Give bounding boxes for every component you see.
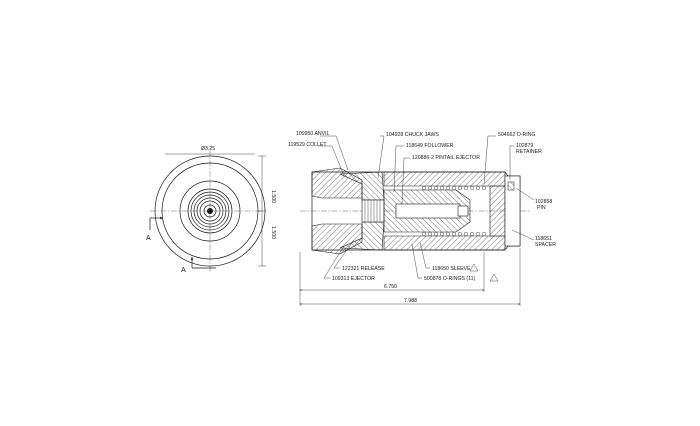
callout-spacer-num: 118651 bbox=[535, 236, 552, 242]
housing-wall-upper bbox=[383, 171, 506, 187]
section-mark-bottom: A bbox=[181, 267, 186, 274]
diameter-label: Ø3.25 bbox=[201, 146, 215, 152]
callout-anvil: 109950 ANVIL bbox=[296, 131, 330, 137]
dim-overall-length: 7.988 bbox=[404, 298, 417, 304]
collet-circle bbox=[179, 180, 241, 242]
spacer bbox=[489, 185, 506, 237]
dim-inner-length: 6.750 bbox=[384, 284, 397, 290]
chuck-jaws bbox=[361, 199, 385, 223]
ring-circle-3 bbox=[193, 194, 227, 228]
callout-sleeve: 118650 SLEEVE bbox=[432, 266, 471, 272]
anvil-upper bbox=[311, 167, 363, 199]
ring-circle-4 bbox=[196, 197, 224, 225]
bore-center bbox=[207, 208, 213, 214]
dim-bottom-label: 1.500 bbox=[270, 226, 276, 239]
callout-pin-num: 102858 bbox=[535, 199, 552, 205]
callout-pintail-ejector: 120886-2 PINTAIL EJECTOR bbox=[412, 155, 480, 161]
ring-circle-2 bbox=[190, 191, 230, 231]
callout-follower: 118649 FOLLOWER bbox=[406, 143, 454, 149]
pin bbox=[507, 181, 515, 191]
ring-circle-5 bbox=[199, 200, 221, 222]
callout-orings: 500878 O-RINGS (11) bbox=[424, 276, 475, 282]
section-view: 109950 ANVIL 119529 COLLET 104928 CHUCK … bbox=[288, 131, 556, 306]
bore-circle bbox=[203, 204, 217, 218]
retainer bbox=[504, 175, 521, 247]
end-view: Ø3.25 1.500 1.500 A A bbox=[146, 146, 276, 274]
ring-circle-1 bbox=[187, 188, 233, 234]
callout-collet: 119529 COLLET bbox=[288, 142, 327, 148]
warning-triangle-orings-icon bbox=[489, 273, 499, 282]
dim-top-label: 1.500 bbox=[270, 190, 276, 203]
callout-release: 122321 RELEASE bbox=[342, 266, 385, 272]
callout-oring-top: 504662 O-RING bbox=[498, 132, 535, 138]
pintail-ejector bbox=[395, 203, 461, 219]
ejector-tip bbox=[457, 205, 469, 217]
callout-retainer-num: 102879 bbox=[516, 143, 533, 149]
warning-triangle-sleeve-icon bbox=[469, 263, 479, 272]
housing-wall-lower bbox=[383, 235, 506, 251]
callout-spacer: SPACER bbox=[535, 242, 556, 248]
section-mark-left: A bbox=[146, 235, 151, 242]
callout-ejector: 109313 EJECTOR bbox=[332, 276, 375, 282]
callout-retainer: RETAINER bbox=[516, 149, 542, 155]
anvil-lower bbox=[311, 223, 363, 255]
callout-pin: PIN bbox=[537, 205, 546, 211]
spring-upper bbox=[422, 185, 487, 190]
callout-chuck-jaws: 104928 CHUCK JAWS bbox=[386, 132, 439, 138]
spring-lower bbox=[422, 231, 487, 236]
